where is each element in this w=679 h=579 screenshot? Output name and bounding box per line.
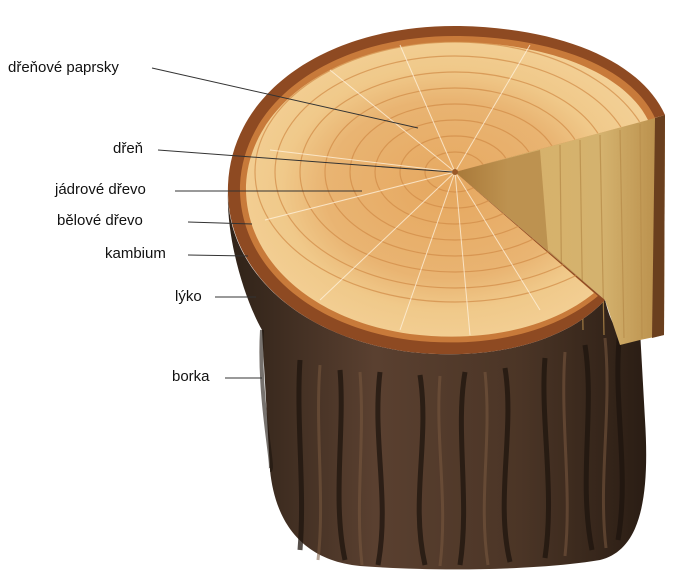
- label-sapwood: bělové dřevo: [57, 212, 143, 230]
- label-pith-rays: dřeňové paprsky: [8, 59, 119, 77]
- label-heartwood: jádrové dřevo: [55, 181, 146, 199]
- label-phloem: lýko: [175, 288, 202, 306]
- label-cambium: kambium: [105, 245, 166, 263]
- label-pith: dřeň: [113, 140, 143, 158]
- label-bark: borka: [172, 368, 210, 386]
